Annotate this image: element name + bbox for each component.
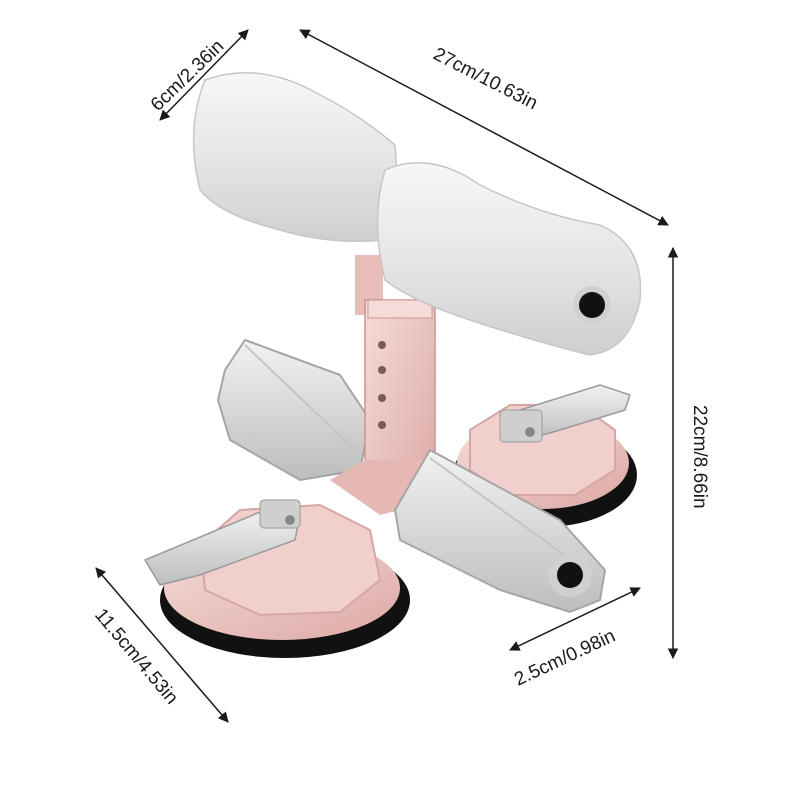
foot-bar-dimension-line <box>509 587 641 651</box>
left-foam-roller <box>192 72 397 242</box>
dimension-lines <box>95 29 679 723</box>
front-foot-bar <box>393 448 607 614</box>
depth-dimension-line <box>159 29 249 121</box>
height-label: 22cm/8.66in <box>689 405 710 509</box>
foot-bar-label: 2.5cm/0.98in <box>511 626 618 691</box>
back-foot-bar <box>216 338 372 482</box>
base-dimension-line <box>95 567 229 723</box>
right-clamp-lever <box>499 384 631 443</box>
width-label: 27cm/10.63in <box>430 44 541 115</box>
width-dimension-line <box>299 29 669 226</box>
